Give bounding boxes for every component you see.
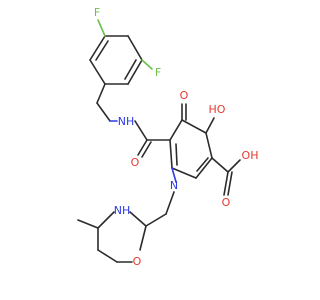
atom-o-acid: O <box>222 196 231 209</box>
bond-benzyl <box>96 83 106 104</box>
atom-nh-amide: NH <box>118 115 135 128</box>
bond-f-top <box>97 19 106 37</box>
bond-ring-oh <box>205 117 215 134</box>
atom-o-ring: O <box>133 255 142 268</box>
atom-oh-ring: HO <box>209 103 226 116</box>
atom-o-ketone: O <box>180 89 189 102</box>
pyridinone-ring <box>169 119 213 179</box>
bond-amide-co-2 <box>141 141 152 158</box>
bond-c-oh <box>227 159 241 173</box>
bond-amide-co-1 <box>137 139 148 156</box>
bond-ch2-nh <box>96 102 111 122</box>
atom-n-ring: N <box>170 179 178 192</box>
oxazinane-ring <box>97 211 147 263</box>
bond-n-ch2 <box>165 191 175 215</box>
structure-diagram: F F NH O O HO N OH O NH O <box>77 6 259 268</box>
bond-ring-cooh <box>211 157 229 173</box>
difluorophenyl-ring <box>89 35 143 85</box>
atom-f-right: F <box>155 66 161 79</box>
atom-nh-ring: NH <box>114 204 131 217</box>
atom-o-amide: O <box>131 156 140 169</box>
bond-ch2-ring <box>145 213 167 227</box>
atom-f-top: F <box>94 6 100 19</box>
bond-ring-n <box>171 167 177 183</box>
atom-oh-acid: OH <box>242 149 259 162</box>
bond-c-o-1 <box>223 171 229 196</box>
bond-methyl <box>77 219 99 229</box>
bond-nh-carbonyl <box>134 120 148 141</box>
bond-f-right <box>141 59 153 70</box>
molecule-svg: F F NH O O HO N OH O NH O <box>77 6 259 268</box>
bond-c-o-2 <box>227 171 233 196</box>
